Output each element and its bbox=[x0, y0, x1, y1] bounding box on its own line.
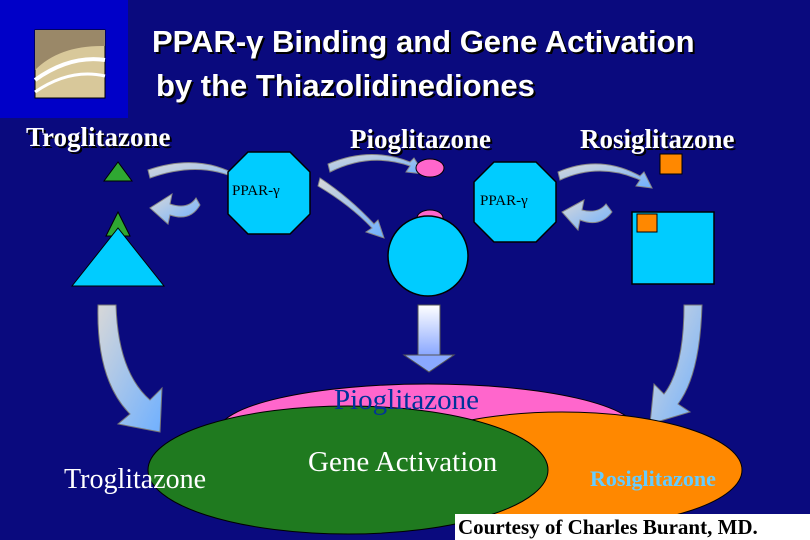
result-label-gene-activation: Gene Activation bbox=[308, 446, 498, 478]
troglitazone-ligand-icon bbox=[103, 161, 133, 182]
down-arrow-center-icon bbox=[402, 304, 456, 373]
rosiglitazone-ligand-icon bbox=[659, 153, 683, 175]
result-label-troglitazone: Troglitazone bbox=[64, 464, 207, 495]
title-line-2: by the Thiazolidinediones bbox=[156, 68, 535, 103]
label-pioglitazone: Pioglitazone bbox=[350, 124, 491, 154]
result-label-rosiglitazone: Rosiglitazone bbox=[590, 466, 716, 491]
troglitazone-receptor-triangle bbox=[70, 227, 166, 287]
down-arrow-right-icon bbox=[649, 304, 703, 425]
curved-arrow-left-bottom-icon bbox=[149, 192, 201, 225]
pioglitazone-receptor-circle bbox=[387, 215, 469, 297]
ppar-gamma-receptor-left bbox=[227, 151, 311, 235]
label-rosiglitazone: Rosiglitazone bbox=[580, 124, 735, 154]
ppar-gamma-receptor-right bbox=[473, 161, 557, 243]
curved-arrow-right-bottom-icon bbox=[561, 199, 613, 232]
credit-text: Courtesy of Charles Burant, MD. bbox=[458, 515, 758, 539]
logo-icon bbox=[33, 29, 106, 99]
ppar-label-right: PPAR-γ bbox=[480, 193, 528, 209]
rosiglitazone-bound-ligand-icon bbox=[636, 213, 658, 233]
label-troglitazone: Troglitazone bbox=[26, 122, 171, 152]
pioglitazone-ligand-icon bbox=[415, 158, 445, 178]
result-label-pioglitazone: Pioglitazone bbox=[334, 384, 479, 416]
curved-arrow-middle-top-icon bbox=[327, 154, 425, 175]
down-arrow-left-icon bbox=[97, 304, 163, 433]
troglitazone-oval bbox=[147, 405, 549, 535]
curved-arrow-right-top-icon bbox=[557, 163, 653, 189]
credit-box bbox=[455, 514, 810, 540]
title-line-1: PPAR-γ Binding and Gene Activation bbox=[152, 24, 695, 59]
curved-arrow-middle-bottom-icon bbox=[317, 177, 385, 239]
ppar-label-left: PPAR-γ bbox=[232, 183, 280, 199]
